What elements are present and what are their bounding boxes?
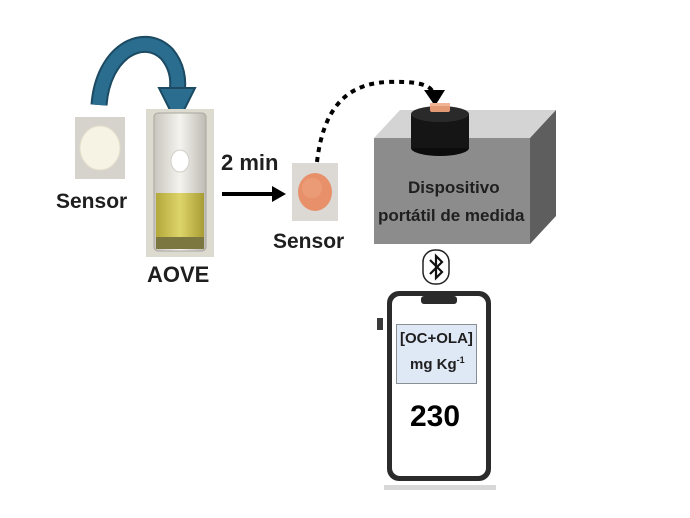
sample-label: AOVE: [147, 262, 210, 287]
screen-reading-box: [396, 324, 477, 384]
sensor-right-label: Sensor: [273, 230, 345, 253]
smartphone: [377, 291, 496, 490]
device-label-line2: portátil de medida: [378, 206, 525, 225]
device-label-line1: Dispositivo: [408, 178, 500, 197]
vial-photo: [146, 109, 214, 257]
sensor-left-label: Sensor: [56, 190, 128, 213]
portable-device: [374, 103, 556, 244]
reacted-sensor-photo: [292, 163, 338, 221]
right-arrow-icon: [222, 186, 286, 202]
bluetooth-icon: [422, 249, 450, 285]
dotted-arrow-icon: [315, 79, 445, 163]
unit-text: mg Kg: [410, 356, 457, 373]
unit-exponent: -1: [456, 355, 465, 365]
reacted-sensor-disc: [298, 173, 332, 211]
blank-sensor-photo: [75, 117, 125, 179]
vial-graphic: [146, 109, 214, 257]
curved-arrow-icon: [90, 35, 197, 127]
time-label: 2 min: [221, 150, 279, 175]
unit-label: mg Kg-1: [410, 355, 465, 373]
analyte-label: [OC+OLA]: [400, 330, 473, 347]
reading-value: 230: [410, 400, 461, 433]
blank-sensor-disc: [79, 125, 121, 171]
